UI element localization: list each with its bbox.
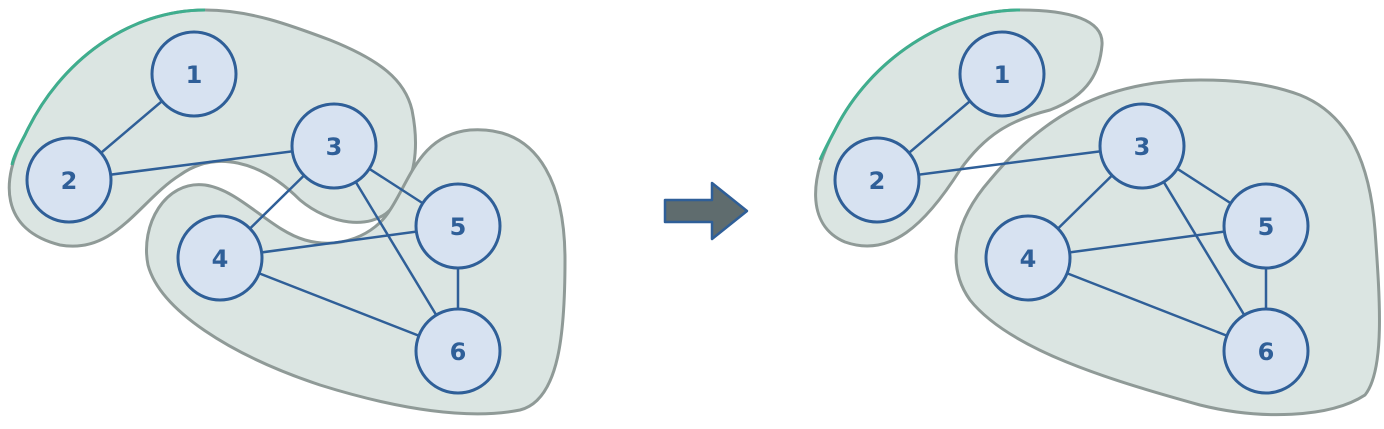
node-label: 3 xyxy=(326,133,343,161)
cluster-accent-before xyxy=(10,8,206,166)
node-circle xyxy=(1098,102,1186,190)
nodes-before: 1 2 3 4 5 6 xyxy=(25,30,502,395)
node-circle xyxy=(1222,182,1310,270)
node-label: 2 xyxy=(61,167,78,195)
node-circle xyxy=(984,214,1072,302)
node-3: 3 xyxy=(290,102,378,190)
node-circle xyxy=(150,30,238,118)
node-4: 4 xyxy=(984,214,1072,302)
edge-2-3 xyxy=(876,144,1143,182)
right-arrow-icon xyxy=(663,181,749,241)
node-label: 3 xyxy=(1134,133,1151,161)
node-1: 1 xyxy=(958,30,1046,118)
node-circle xyxy=(176,214,264,302)
node-circle xyxy=(833,136,921,224)
nodes-after: 1 2 3 4 5 6 xyxy=(833,30,1310,395)
node-1: 1 xyxy=(150,30,238,118)
cluster-accent-after xyxy=(818,8,1021,161)
node-6: 6 xyxy=(414,307,502,395)
node-circle xyxy=(1222,307,1310,395)
node-label: 4 xyxy=(212,245,229,273)
node-label: 1 xyxy=(994,61,1011,89)
node-2: 2 xyxy=(833,136,921,224)
node-label: 6 xyxy=(450,338,467,366)
node-3: 3 xyxy=(1098,102,1186,190)
node-circle xyxy=(414,182,502,270)
node-circle xyxy=(290,102,378,190)
node-6: 6 xyxy=(1222,307,1310,395)
node-label: 6 xyxy=(1258,338,1275,366)
node-circle xyxy=(958,30,1046,118)
node-label: 5 xyxy=(450,213,467,241)
node-4: 4 xyxy=(176,214,264,302)
node-circle xyxy=(25,136,113,224)
node-2: 2 xyxy=(25,136,113,224)
node-label: 4 xyxy=(1020,245,1037,273)
node-5: 5 xyxy=(1222,182,1310,270)
node-label: 1 xyxy=(186,61,203,89)
node-5: 5 xyxy=(414,182,502,270)
node-label: 2 xyxy=(869,167,886,195)
node-circle xyxy=(414,307,502,395)
node-label: 5 xyxy=(1258,213,1275,241)
edge-2-3 xyxy=(68,144,335,182)
